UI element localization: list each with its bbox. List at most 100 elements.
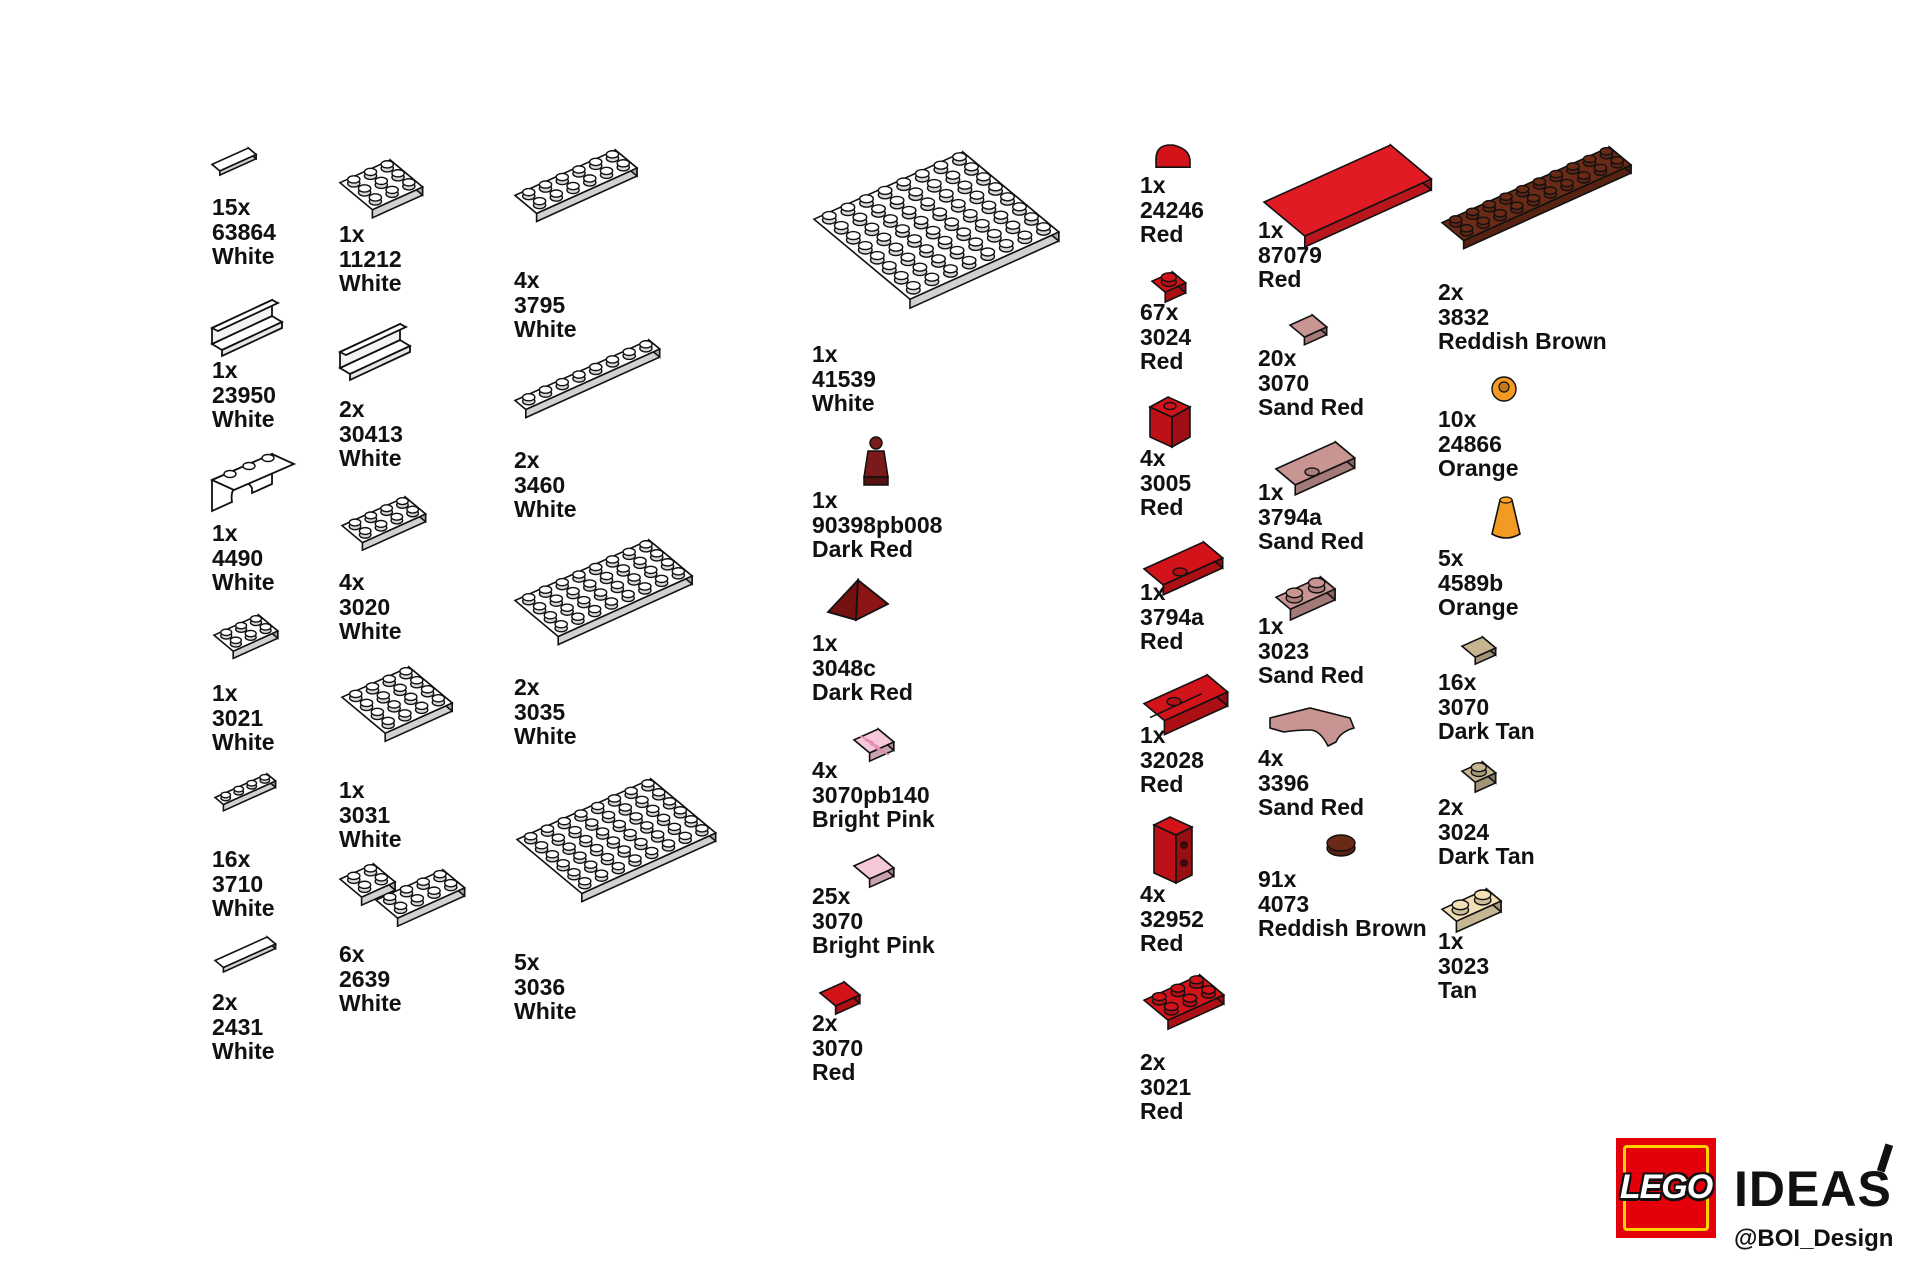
part-shape xyxy=(340,665,454,743)
part-number: 3070 xyxy=(1438,693,1490,720)
stud-top xyxy=(357,184,372,193)
stud-top xyxy=(588,362,603,372)
part-quantity: 1x xyxy=(1258,479,1284,505)
stud-top xyxy=(244,629,257,638)
part-3070-icon xyxy=(818,980,862,1016)
stud-top xyxy=(554,619,568,629)
part-quantity: 1x xyxy=(812,487,838,513)
stud-top xyxy=(584,818,599,827)
part-24246-icon xyxy=(1154,143,1192,169)
part-shape xyxy=(1150,270,1188,304)
part-quantity: 1x xyxy=(812,630,838,656)
stud-top xyxy=(600,852,615,862)
part-graphic xyxy=(1491,376,1517,402)
stud-top xyxy=(538,180,553,189)
stud-top xyxy=(402,178,416,187)
stud-top xyxy=(588,157,603,167)
part-shape xyxy=(338,862,467,928)
stud-top xyxy=(521,187,536,197)
bracket-top xyxy=(337,323,409,356)
part-3795-icon xyxy=(513,148,639,224)
stud-top xyxy=(907,234,922,244)
stud-top xyxy=(950,198,966,209)
stud-top xyxy=(601,810,616,820)
part-number: 3021 xyxy=(1140,1073,1192,1100)
part-shape xyxy=(818,980,862,1016)
stud-top xyxy=(560,603,574,612)
stud-top xyxy=(572,165,586,174)
bracket-edge xyxy=(221,320,283,358)
stud-top xyxy=(1465,207,1480,217)
tile-print-line xyxy=(864,739,880,748)
stud-top xyxy=(654,574,669,584)
stud-top xyxy=(572,370,586,379)
part-graphic xyxy=(1274,440,1357,497)
part-number: 3023 xyxy=(1258,637,1310,664)
part-color-name: White xyxy=(514,316,577,342)
stud-top xyxy=(363,167,378,177)
part-shape xyxy=(1152,816,1194,885)
corner-leg xyxy=(374,868,467,928)
plate-front-face xyxy=(524,347,661,419)
part-quantity: 2x xyxy=(812,1010,838,1036)
part-graphic xyxy=(1148,396,1192,449)
plate-top-face xyxy=(1288,314,1329,339)
stud-top xyxy=(348,689,363,699)
ideas-wordmark: IDEAS xyxy=(1734,1161,1892,1217)
part-shape xyxy=(210,146,258,177)
part-shape xyxy=(1491,496,1521,539)
part-87079-icon xyxy=(1262,143,1433,249)
stud-top xyxy=(1476,216,1491,226)
part-quantity: 10x xyxy=(1438,406,1477,432)
stud-top xyxy=(1499,192,1513,201)
part-quantity: 2x xyxy=(339,396,365,422)
part-number: 24866 xyxy=(1438,430,1502,457)
part-number: 3070pb140 xyxy=(812,781,930,808)
part-graphic xyxy=(513,338,662,419)
stud-top xyxy=(376,691,391,700)
stud-top xyxy=(618,803,633,812)
part-color-name: Red xyxy=(1140,348,1184,374)
stud-top xyxy=(640,821,654,830)
part-graphic xyxy=(1491,496,1521,539)
part-number: 41539 xyxy=(812,365,876,392)
stud-top xyxy=(671,567,686,576)
stud-top xyxy=(233,785,245,793)
stud-top xyxy=(374,872,389,882)
stud-top xyxy=(555,577,570,587)
stud-top xyxy=(611,861,626,871)
plate-top-face xyxy=(1262,144,1433,238)
stud-top xyxy=(1515,184,1530,194)
stud-top xyxy=(1011,202,1027,212)
stud-top xyxy=(606,836,621,845)
stud-top xyxy=(261,453,275,463)
part-color-name: Bright Pink xyxy=(812,932,935,958)
stud-top xyxy=(1285,587,1304,599)
stud-top xyxy=(920,197,936,207)
part-quantity: 2x xyxy=(212,989,238,1015)
part-color-name: White xyxy=(339,270,402,296)
stud-top xyxy=(628,854,642,863)
stud-top xyxy=(607,794,622,803)
stud-top xyxy=(393,901,408,911)
part-color-name: Red xyxy=(1140,494,1184,520)
stud-top xyxy=(1473,889,1492,901)
stud-top xyxy=(1160,272,1178,283)
part-color-name: Red xyxy=(1140,1098,1184,1124)
stud-top xyxy=(651,788,666,797)
part-color-name: Dark Red xyxy=(812,536,913,562)
stud-top xyxy=(1448,215,1463,224)
part-quantity: 15x xyxy=(212,194,251,220)
stud-top xyxy=(957,180,973,190)
stud-top xyxy=(1023,212,1039,222)
part-3021-icon xyxy=(212,613,280,660)
part-number: 3795 xyxy=(514,291,566,318)
stud-top xyxy=(599,571,614,581)
